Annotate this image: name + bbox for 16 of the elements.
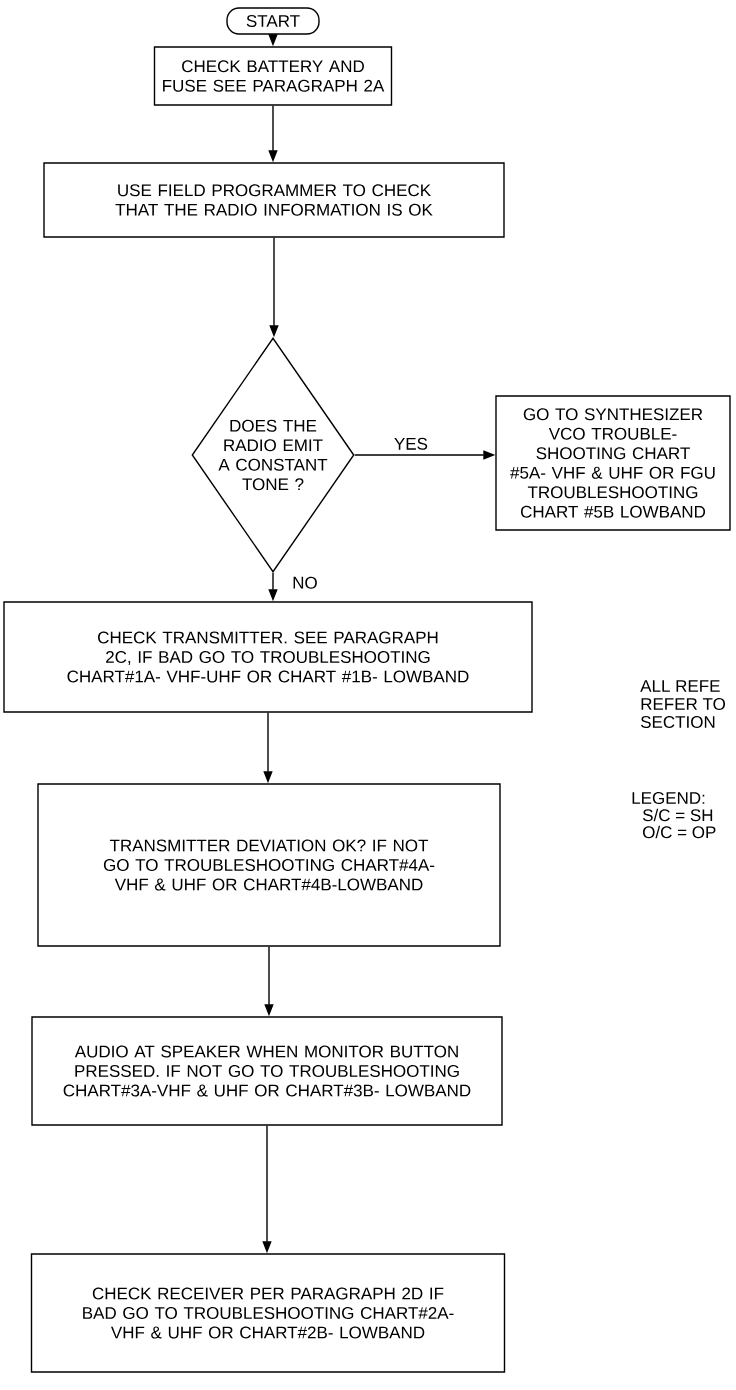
edge-label: NO xyxy=(291,575,319,590)
note-text: SECTION xyxy=(640,716,715,729)
process-box: USE FIELD PROGRAMMER TO CHECK THAT THE RADIO INFORMATION IS OK xyxy=(43,162,505,238)
process-box: CHECK TRANSMITTER. SEE PARAGRAPH 2C, IF BAD GO TO TROUBLESHOOTING CHART#1A- VHF-UHF OR CHART #1B- LOWBAND xyxy=(3,601,533,713)
note-text: ALL REFE xyxy=(640,680,720,692)
process-box: AUDIO AT SPEAKER WHEN MONITOR BUTTON PRESSED. IF NOT GO TO TROUBLESHOOTING CHART#3A-VHF & UHF OR CHART#3B- LOWBAND xyxy=(31,1016,503,1126)
process-box: CHECK RECEIVER PER PARAGRAPH 2D IF BAD GO TO TROUBLESHOOTING CHART#2A-VHF & UHF OR CHART#2B- LOWBAND xyxy=(30,1253,506,1373)
process-box: CHECK BATTERY AND FUSE SEE PARAGRAPH 2A xyxy=(153,46,393,106)
note-text: S/C = SH xyxy=(642,808,713,822)
note-text: O/C = OP xyxy=(643,825,716,839)
note-text: REFER TO xyxy=(641,698,725,711)
edge-label: YES xyxy=(392,436,429,451)
process-box: GO TO SYNTHESIZER VCO TROUBLE- SHOOTING CHART #5A- VHF & UHF OR FGU TROUBLESHOOTING CHART #5B LOWBAND xyxy=(495,395,731,531)
start-terminal: START xyxy=(226,7,320,35)
process-box: TRANSMITTER DEVIATION OK? IF NOT GO TO TROUBLESHOOTING CHART#4A-VHF & UHF OR CHART#4B-LOWBAND xyxy=(37,783,501,947)
note-text: LEGEND: xyxy=(632,792,705,805)
